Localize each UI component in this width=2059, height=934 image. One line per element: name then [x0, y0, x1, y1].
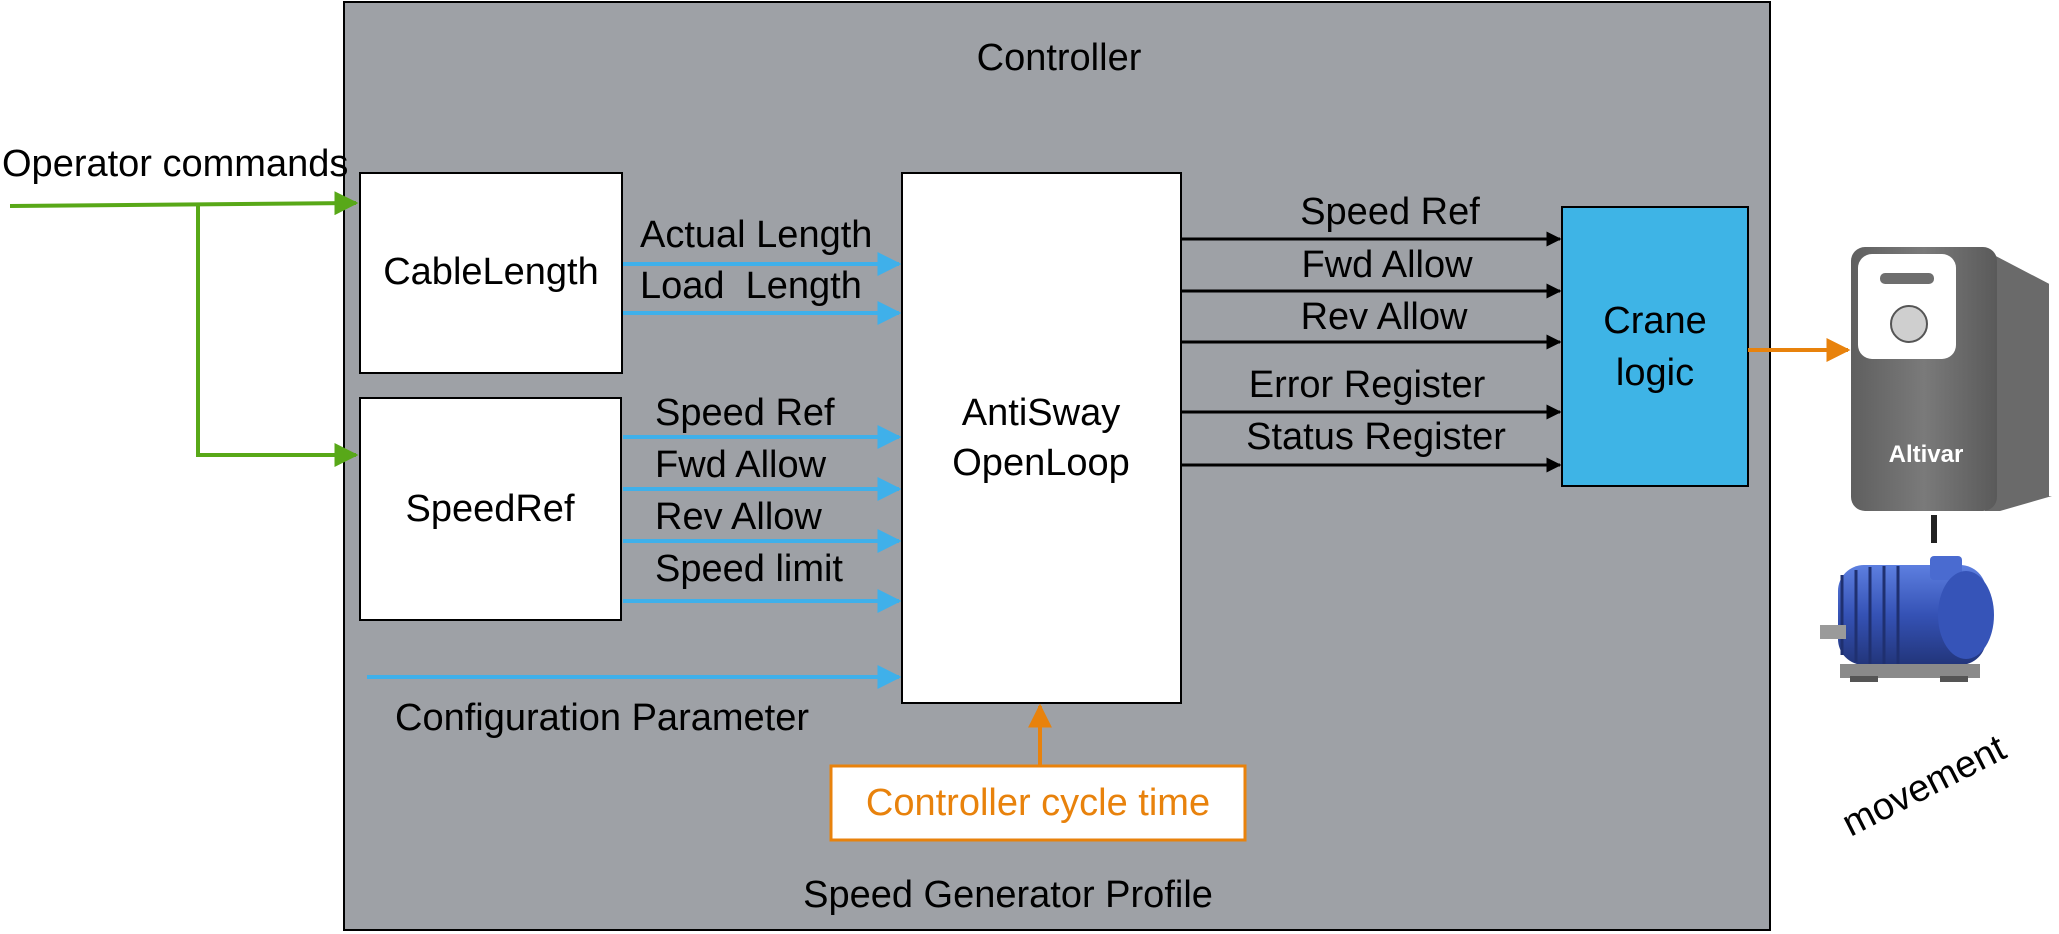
signal-speed-ref-in: Speed Ref	[655, 392, 835, 434]
configuration-parameter: Configuration Parameter	[367, 665, 902, 739]
signal-fwd-allow-out: Fwd Allow	[1301, 244, 1473, 286]
speedref-output-signals: Speed Ref Fwd Allow Rev Allow Speed limi…	[623, 392, 902, 613]
signal-speed-ref-out: Speed Ref	[1300, 191, 1480, 233]
signal-rev-allow-in: Rev Allow	[655, 496, 822, 538]
antisway-output-signals: Speed Ref Fwd Allow Rev Allow Error Regi…	[1181, 191, 1562, 473]
movement-label: movement	[1836, 727, 2014, 845]
signal-rev-allow-out: Rev Allow	[1301, 296, 1468, 338]
signal-speed-limit-in: Speed limit	[655, 548, 843, 590]
motor-icon	[1820, 556, 1994, 682]
signal-actual-length: Actual Length	[640, 214, 872, 256]
drive-icon: Altivar	[1851, 244, 2055, 543]
signal-status-register: Status Register	[1246, 416, 1506, 458]
cable-output-signals: Actual Length Load Length	[623, 214, 902, 325]
drive-brand: Altivar	[1889, 441, 1964, 468]
antisway-label-line1: AntiSway	[962, 392, 1120, 434]
speedref-label: SpeedRef	[405, 488, 574, 530]
operator-commands-label: Operator commands	[2, 143, 348, 185]
operator-arrow-to-cablelength	[9, 191, 359, 216]
crane-logic-block: Crane logic	[1561, 206, 1749, 487]
antisway-label-line2: OpenLoop	[952, 442, 1130, 484]
signal-error-register: Error Register	[1249, 364, 1486, 406]
cablelength-label: CableLength	[383, 251, 599, 293]
cycle-time-label: Controller cycle time	[866, 782, 1210, 824]
controller-cycle-time: Controller cycle time	[829, 703, 1247, 842]
operator-arrow-to-speedref	[196, 204, 359, 467]
controller-title: Controller	[977, 37, 1142, 79]
crane-logic-label-line2: logic	[1616, 352, 1694, 394]
signal-fwd-allow-in: Fwd Allow	[655, 444, 827, 486]
cablelength-block: CableLength	[359, 172, 623, 374]
speedref-block: SpeedRef	[359, 397, 622, 621]
controller-footer: Speed Generator Profile	[803, 874, 1213, 916]
configuration-parameter-label: Configuration Parameter	[395, 697, 809, 739]
signal-load-length: Load Length	[640, 265, 862, 307]
crane-logic-label-line1: Crane	[1603, 300, 1707, 342]
operator-commands: Operator commands	[2, 143, 359, 467]
antisway-block: AntiSway OpenLoop	[901, 172, 1182, 704]
